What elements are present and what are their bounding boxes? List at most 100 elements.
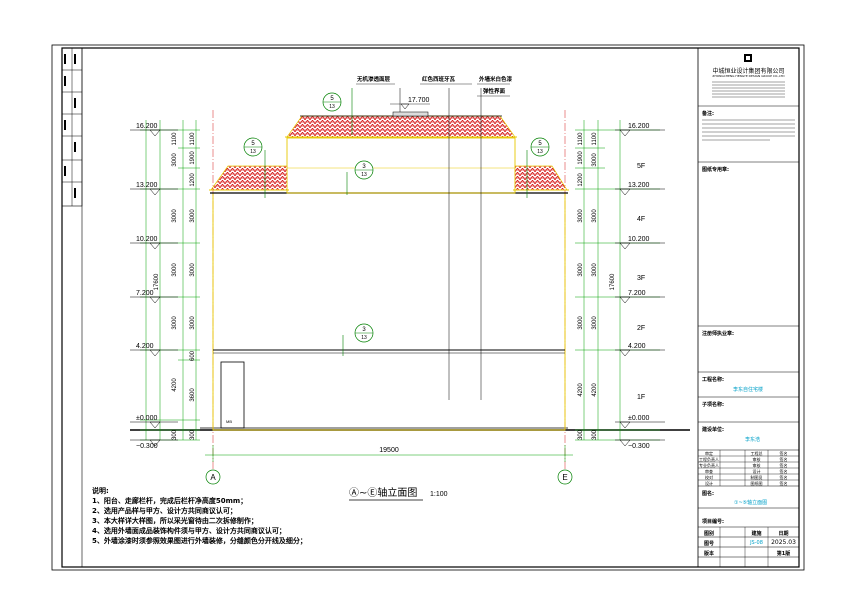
left-level-neg0300: −0.300 xyxy=(136,443,158,450)
right-level-0: ±0.000 xyxy=(628,415,649,422)
right-dimensions xyxy=(575,120,660,441)
callout-5-13-left: 5 13 xyxy=(243,137,263,157)
right-level-13200: 13.200 xyxy=(628,182,650,189)
svg-text:13: 13 xyxy=(250,149,256,155)
label-roof-material: 无机渗透面层 xyxy=(356,75,391,83)
dim-right-3000-2fb: 3000 xyxy=(592,316,598,330)
building-body xyxy=(212,192,566,431)
dim-left-300a: 300 xyxy=(172,429,178,440)
dim-right-3000-3fb: 3000 xyxy=(592,263,598,277)
dim-left-3000-5f: 3000 xyxy=(172,153,178,167)
note-item: 3、本大样详大样图，所以采光窗待由二次拆修制作； xyxy=(92,517,258,525)
label-wall-sub: 弹性界面 xyxy=(483,87,506,95)
note-item: 1、阳台、走廊栏杆，完成后栏杆净高度50mm； xyxy=(92,497,248,505)
left-level-4200: 4.200 xyxy=(136,343,154,350)
svg-text:5: 5 xyxy=(251,141,255,147)
right-level-7200: 7.200 xyxy=(628,290,646,297)
dim-left-3000-3f: 3000 xyxy=(172,263,178,277)
door-label: MB xyxy=(226,419,232,424)
outer-frame xyxy=(51,44,805,571)
left-dimensions xyxy=(140,120,200,441)
label-wall-paint: 外墙米白色漆 xyxy=(479,75,513,83)
drawing-scale: 1:100 xyxy=(430,491,448,498)
right-level-4200: 4.200 xyxy=(628,343,646,350)
dim-right-4200: 4200 xyxy=(578,383,584,397)
svg-text:3: 3 xyxy=(362,164,366,170)
note-item: 2、选用产品样与甲方、设计方共同商议认可； xyxy=(92,507,237,515)
dim-left-300b: 300 xyxy=(190,429,196,440)
note-item: 5、外墙涂漆时须参照效果图进行外墙装修，分缝颜色分开线及细分； xyxy=(92,537,307,545)
svg-text:13: 13 xyxy=(361,335,367,341)
dim-left-3000-4fb: 3000 xyxy=(190,209,196,223)
dim-left-3000-2fb: 3000 xyxy=(190,316,196,330)
dim-right-1200: 1200 xyxy=(578,173,584,187)
floor-4f: 4F xyxy=(637,216,645,223)
floor-5f: 5F xyxy=(637,163,645,170)
left-level-7200: 7.200 xyxy=(136,290,154,297)
door xyxy=(220,361,245,429)
axis-e-bubble xyxy=(557,469,573,485)
dim-left-3000-3fb: 3000 xyxy=(190,263,196,277)
left-eave-roof xyxy=(210,165,288,191)
dim-left-1100: 1100 xyxy=(172,132,178,146)
dim-right-3000-3f: 3000 xyxy=(578,263,584,277)
right-level-10200: 10.200 xyxy=(628,236,650,243)
left-level-13200: 13.200 xyxy=(136,182,158,189)
dim-right-300a: 300 xyxy=(578,429,584,440)
callout-5-13-right: 5 13 xyxy=(530,137,550,157)
dim-right-3000-5f: 3000 xyxy=(592,153,598,167)
right-level-16200: 16.200 xyxy=(628,123,650,130)
title-block xyxy=(697,47,800,568)
svg-text:13: 13 xyxy=(361,172,367,178)
width-dimension-text: 19500 xyxy=(379,447,399,454)
binding-strip xyxy=(61,47,83,567)
right-level-neg0300: −0.300 xyxy=(628,443,650,450)
dim-left-4200: 4200 xyxy=(172,378,178,392)
drawing-title: Ⓐ~Ⓔ轴立面图 xyxy=(349,486,417,499)
dim-right-1900: 1900 xyxy=(578,151,584,165)
svg-text:5: 5 xyxy=(538,141,542,147)
dim-left-3600: 3600 xyxy=(190,388,196,402)
axis-e-label: E xyxy=(562,473,567,482)
dim-right-3000-4fb: 3000 xyxy=(592,209,598,223)
dim-right-4200b: 4200 xyxy=(592,383,598,397)
callout-3-13-lower: 3 13 xyxy=(354,323,374,343)
top-level-17700: 17.700 xyxy=(408,97,430,104)
dim-left-1900: 1900 xyxy=(190,151,196,165)
right-eave-roof xyxy=(514,165,568,191)
callout-5-13-top: 5 13 xyxy=(322,92,342,112)
dim-right-3000-4f: 3000 xyxy=(578,209,584,223)
dim-left-3000-2f: 3000 xyxy=(172,316,178,330)
dim-left-600: 600 xyxy=(190,350,196,361)
svg-text:5: 5 xyxy=(330,96,334,102)
dim-left-3000-4f: 3000 xyxy=(172,209,178,223)
floor-2f: 2F xyxy=(637,325,645,332)
dim-right-1100b: 1100 xyxy=(592,132,598,146)
upper-block xyxy=(286,137,516,194)
dim-left-1100b: 1100 xyxy=(190,132,196,146)
axis-a-label: A xyxy=(210,473,216,482)
svg-text:13: 13 xyxy=(329,104,335,110)
left-level-0: ±0.000 xyxy=(136,415,157,422)
notes: 说明: 1、阳台、走廊栏杆，完成后栏杆净高度50mm； 2、选用产品样与甲方、设… xyxy=(92,486,512,546)
callout-3-13-upper: 3 13 xyxy=(354,160,374,180)
right-level-marks xyxy=(615,129,665,447)
dim-right-total: 17600 xyxy=(610,273,616,290)
svg-text:3: 3 xyxy=(362,327,366,333)
left-level-16200: 16.200 xyxy=(136,123,158,130)
elevation xyxy=(130,83,690,470)
dim-right-3000-2f: 3000 xyxy=(578,316,584,330)
left-level-marks xyxy=(130,129,178,447)
floor-1f: 1F xyxy=(637,394,645,401)
label-roof-tile: 红色西班牙瓦 xyxy=(422,75,456,83)
dim-left-1200: 1200 xyxy=(190,173,196,187)
svg-text:13: 13 xyxy=(537,149,543,155)
dim-left-total: 17600 xyxy=(154,273,160,290)
width-dimension xyxy=(205,445,573,462)
note-item: 4、选用外墙面成品装饰构件须与甲方、设计方共同商议认可； xyxy=(92,527,286,535)
left-level-10200: 10.200 xyxy=(136,236,158,243)
floor-3f: 3F xyxy=(637,275,645,282)
dim-right-1100: 1100 xyxy=(578,132,584,146)
